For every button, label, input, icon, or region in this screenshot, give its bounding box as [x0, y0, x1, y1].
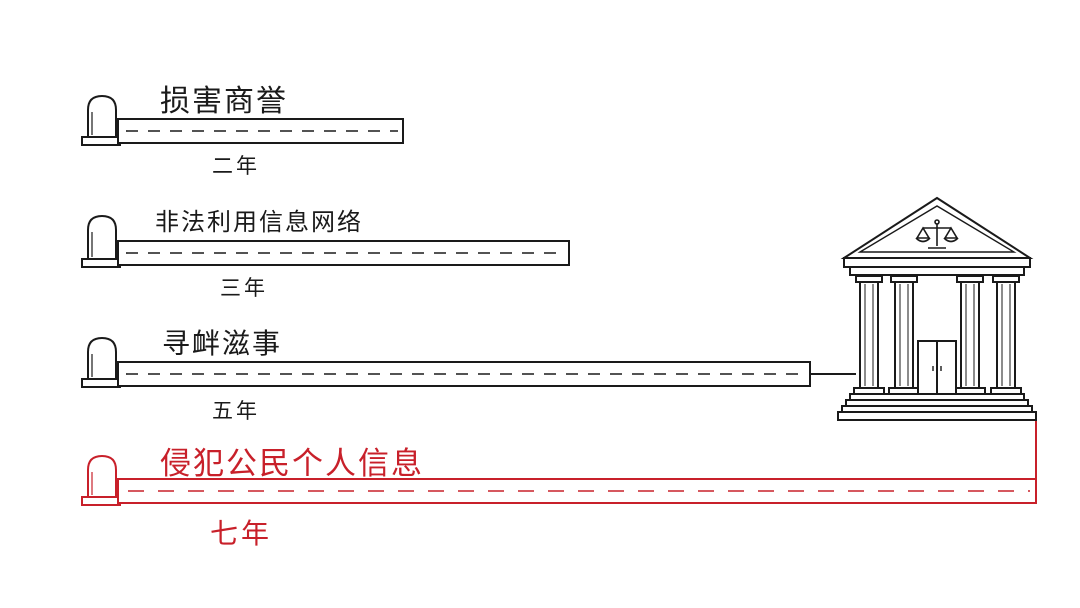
crime-label: 侵犯公民个人信息	[160, 446, 424, 482]
crime-label: 寻衅滋事	[162, 327, 283, 360]
door-icon	[917, 340, 957, 395]
scales-of-justice-icon	[915, 219, 959, 249]
term-label: 三年	[220, 276, 268, 300]
crime-label: 非法利用信息网络	[155, 208, 363, 236]
milestone-icon	[81, 454, 121, 506]
term-label: 五年	[212, 399, 260, 423]
columns	[853, 275, 1022, 395]
term-label: 二年	[212, 154, 260, 178]
term-label: 七年	[210, 517, 273, 550]
milestone-icon	[81, 214, 121, 268]
crime-label: 损害商誉	[160, 84, 288, 119]
